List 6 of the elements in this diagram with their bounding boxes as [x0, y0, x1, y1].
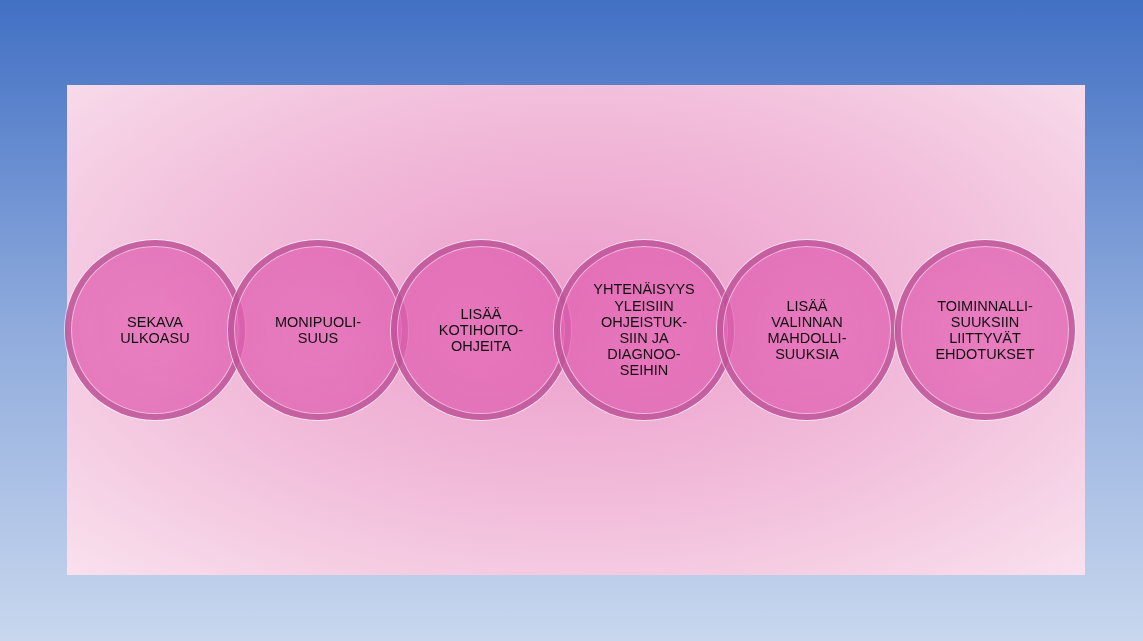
circle-label: LISÄÄ VALINNAN MAHDOLLI- SUUKSIA: [766, 297, 848, 363]
circle-label: MONIPUOLI- SUUS: [273, 313, 363, 347]
circle-label: YHTENÄISYYS YLEISIIN OHJEISTUK- SIIN JA DIAGNOO- SEIHIN: [592, 281, 696, 379]
circle-label: TOIMINNALLI- SUUKSIIN LIITTYVÄT EHDOTUKSET: [934, 297, 1036, 363]
circle-label: SEKAVA ULKOASU: [119, 313, 191, 347]
circle-label: LISÄÄ KOTIHOITO- OHJEITA: [437, 305, 525, 355]
